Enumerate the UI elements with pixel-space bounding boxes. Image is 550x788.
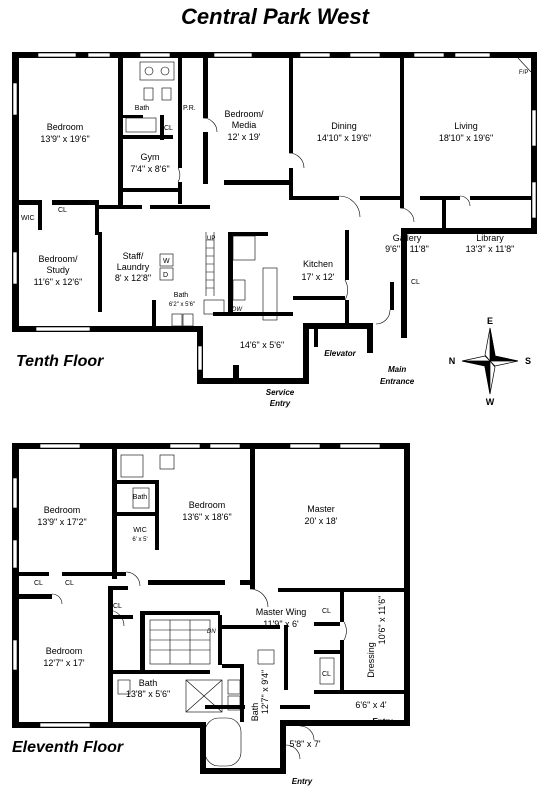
ef-entry-right: Entry <box>372 717 393 726</box>
eleventh-floor-windows <box>12 443 381 728</box>
ef-bath-b-dim: 13'8" x 5'6" <box>126 689 170 699</box>
tenth-floor-label: Tenth Floor <box>16 353 104 370</box>
ef-master-dim: 20' x 18' <box>305 516 338 526</box>
ef-dn-name: DN <box>207 629 216 635</box>
tf-w-name: W <box>163 258 170 265</box>
tf-pr-name: P.R. <box>183 105 196 112</box>
ef-bedroom1-dim: 13'9" x 17'2" <box>37 517 86 527</box>
ef-bath-b-name: Bath <box>139 678 158 688</box>
tf-elevator-name: Elevator <box>324 349 356 358</box>
tf-living-dim: 18'10" x 19'6" <box>439 133 493 143</box>
ef-dressing-name: Dressing <box>366 642 376 678</box>
tf-kitchen-dim: 17' x 12' <box>302 272 335 282</box>
ef-cl3-name: CL <box>113 603 122 610</box>
ef-cl1-name: CL <box>34 580 43 587</box>
tenth-floor-fixtures <box>125 57 532 327</box>
ef-cl2-name: CL <box>65 580 74 587</box>
ef-dressing-dim: 10'6" x 11'6" <box>377 596 387 645</box>
tf-gallery-dim: 9'6" x 11'8" <box>385 244 429 254</box>
tf-dining-name: Dining <box>331 121 357 131</box>
compass-s: S <box>525 356 531 366</box>
tf-bedroom-media-dim: 12' x 19' <box>228 132 261 142</box>
tf-pantry-dim: 14'6" x 5'6" <box>240 340 284 350</box>
tf-library-dim: 13'3" x 11'8" <box>466 244 515 254</box>
tf-gym-dim: 7'4" x 8'6" <box>130 164 169 174</box>
tf-cl-c-name: CL <box>411 279 420 286</box>
tf-main-entrance-2: Entrance <box>380 377 415 386</box>
compass-rose-icon <box>461 327 519 395</box>
ef-bedroom3-dim: 12'7" x 17' <box>43 658 84 668</box>
tf-staff-name1: Staff/ <box>123 251 144 261</box>
tf-kitchen-name: Kitchen <box>303 259 333 269</box>
ef-wic-name: WIC <box>133 527 147 534</box>
tf-wic-name: WIC <box>21 215 35 222</box>
ef-foyer-dim: 6'6" x 4' <box>355 700 386 710</box>
ef-master-name: Master <box>307 504 335 514</box>
ef-bedroom1-name: Bedroom <box>44 505 81 515</box>
ef-vest-dim: 5'8" x 7' <box>289 739 320 749</box>
tenth-floor-windows <box>12 52 537 371</box>
ef-entry-bottom: Entry <box>292 777 313 786</box>
tf-bedroom-media-name2: Media <box>232 120 257 130</box>
compass-e: E <box>487 316 493 326</box>
eleventh-floor-labels: Bedroom 13'9" x 17'2" Bath WIC 6' x 5' B… <box>12 494 393 786</box>
compass: E W N S <box>449 316 531 407</box>
compass-w: W <box>486 397 495 407</box>
tf-bedroom-study-name2: Study <box>46 265 70 275</box>
plan-title: Central Park West <box>181 4 371 29</box>
ef-bedroom2-name: Bedroom <box>189 500 226 510</box>
tf-cl-b-name: CL <box>58 207 67 214</box>
tf-service-entry-1: Service <box>266 388 295 397</box>
ef-bedroom2-dim: 13'6" x 18'6" <box>182 512 231 522</box>
tf-bedroom-media-name1: Bedroom/ <box>224 109 264 119</box>
tenth-floor-labels: Bedroom 13'9" x 19'6" Bath P.R. CL Gym 7… <box>16 70 528 408</box>
tf-bath-name: Bath <box>135 105 150 112</box>
tf-staff-bath-name: Bath <box>174 292 189 299</box>
eleventh-floor-label: Eleventh Floor <box>12 739 124 756</box>
tf-d-name: D <box>163 272 168 279</box>
tf-dining-dim: 14'10" x 19'6" <box>317 133 371 143</box>
ef-master-wing-dim: 11'9" x 6' <box>263 619 299 629</box>
ef-master-wing-name: Master Wing <box>256 607 307 617</box>
tf-gym-name: Gym <box>141 152 160 162</box>
tf-cl-a-name: CL <box>164 125 173 132</box>
tf-main-entrance-1: Main <box>388 365 406 374</box>
tf-staff-dim: 8' x 12'8" <box>115 273 151 283</box>
tenth-floor-plan <box>12 52 537 384</box>
eleventh-floor-plan <box>12 443 410 774</box>
tf-staff-name2: Laundry <box>117 262 150 272</box>
compass-n: N <box>449 356 456 366</box>
ef-bath-a-name: Bath <box>133 494 148 501</box>
ef-bedroom3-name: Bedroom <box>46 646 83 656</box>
tf-bedroom1-name: Bedroom <box>47 122 84 132</box>
tf-bedroom-study-name1: Bedroom/ <box>38 254 78 264</box>
ef-cl4-name: CL <box>322 608 331 615</box>
tf-service-entry-2: Entry <box>270 399 291 408</box>
ef-bath-c-name: Bath <box>250 703 260 722</box>
tf-dw-name: DW <box>232 307 243 313</box>
tf-library-name: Library <box>476 233 504 243</box>
tf-staff-bath-dim: 6'2" x 5'6" <box>169 302 195 308</box>
tf-up-name: UP <box>207 236 215 242</box>
tf-gallery-name: Gallery <box>393 233 422 243</box>
ef-cl5-name: CL <box>322 671 331 678</box>
tf-bedroom1-dim: 13'9" x 19'6" <box>40 134 89 144</box>
tf-living-name: Living <box>454 121 478 131</box>
ef-bath-c-dim: 12'7" x 9'4" <box>260 670 270 714</box>
eleventh-floor-fixtures <box>51 454 347 767</box>
ef-wic-dim: 6' x 5' <box>132 537 147 543</box>
tf-bedroom-study-dim: 11'6" x 12'6" <box>34 277 83 287</box>
tf-fp-name: F/P <box>519 70 528 76</box>
